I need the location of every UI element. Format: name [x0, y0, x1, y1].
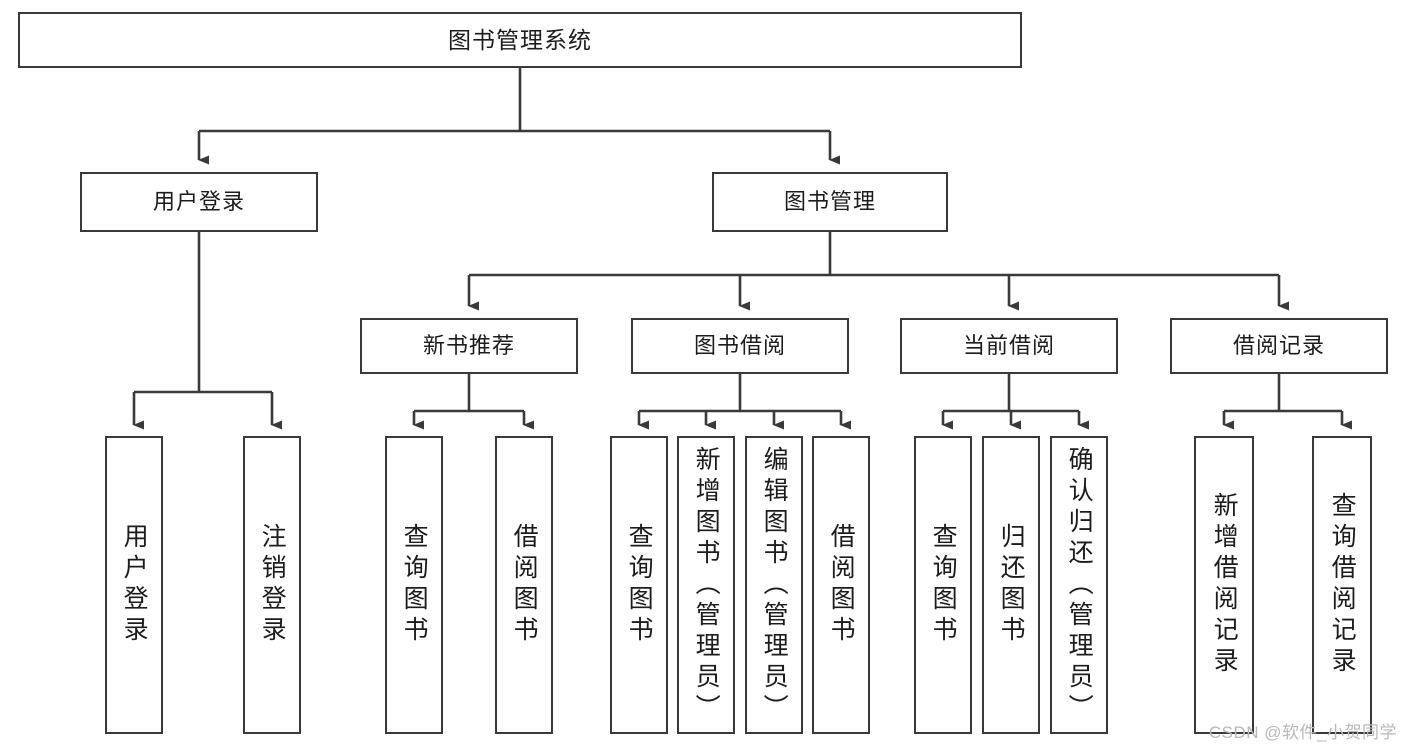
node-new-book-rec[interactable]: 新书推荐: [360, 318, 578, 374]
node-label: 新增借阅记录: [1210, 492, 1239, 678]
node-current-borrow[interactable]: 当前借阅: [900, 318, 1118, 374]
node-label: 新书推荐: [422, 333, 515, 358]
leaf-user-logout[interactable]: 注销登录: [243, 436, 301, 734]
node-label: 注销登录: [258, 523, 287, 647]
node-label: 借阅图书: [510, 523, 539, 647]
node-label: 用户登录: [152, 189, 245, 214]
leaf-add-book[interactable]: 新增图书（管理员）: [677, 436, 735, 734]
node-label: 借阅记录: [1232, 333, 1325, 358]
node-label: 确认归还（管理员）: [1065, 445, 1094, 725]
node-label: 查询图书: [625, 523, 654, 647]
node-label: 新增图书（管理员）: [692, 445, 721, 725]
node-label: 当前借阅: [962, 333, 1055, 358]
leaf-borrow-book-1[interactable]: 借阅图书: [495, 436, 553, 734]
leaf-query-book-3[interactable]: 查询图书: [914, 436, 972, 734]
leaf-query-book-2[interactable]: 查询图书: [610, 436, 668, 734]
leaf-edit-book[interactable]: 编辑图书（管理员）: [745, 436, 803, 734]
node-label: 借阅图书: [827, 523, 856, 647]
leaf-confirm-return[interactable]: 确认归还（管理员）: [1050, 436, 1108, 734]
node-book-manage[interactable]: 图书管理: [712, 172, 948, 232]
node-label: 归还图书: [997, 523, 1026, 647]
leaf-user-login[interactable]: 用户登录: [105, 436, 163, 734]
leaf-query-record[interactable]: 查询借阅记录: [1312, 436, 1372, 734]
node-label: 编辑图书（管理员）: [760, 445, 789, 725]
node-label: 图书管理系统: [448, 26, 592, 53]
watermark: CSDN @软件_小贺同学: [1208, 723, 1397, 742]
leaf-add-record[interactable]: 新增借阅记录: [1194, 436, 1254, 734]
node-label: 图书借阅: [693, 333, 786, 358]
node-label: 用户登录: [120, 523, 149, 647]
node-user-login[interactable]: 用户登录: [80, 172, 318, 232]
leaf-query-book-1[interactable]: 查询图书: [385, 436, 443, 734]
node-borrow-record[interactable]: 借阅记录: [1170, 318, 1388, 374]
node-label: 查询借阅记录: [1328, 492, 1357, 678]
node-label: 查询图书: [929, 523, 958, 647]
node-root-system[interactable]: 图书管理系统: [18, 12, 1022, 68]
node-label: 图书管理: [783, 189, 876, 214]
node-label: 查询图书: [400, 523, 429, 647]
node-book-borrow[interactable]: 图书借阅: [631, 318, 849, 374]
leaf-borrow-book-2[interactable]: 借阅图书: [812, 436, 870, 734]
leaf-return-book[interactable]: 归还图书: [982, 436, 1040, 734]
